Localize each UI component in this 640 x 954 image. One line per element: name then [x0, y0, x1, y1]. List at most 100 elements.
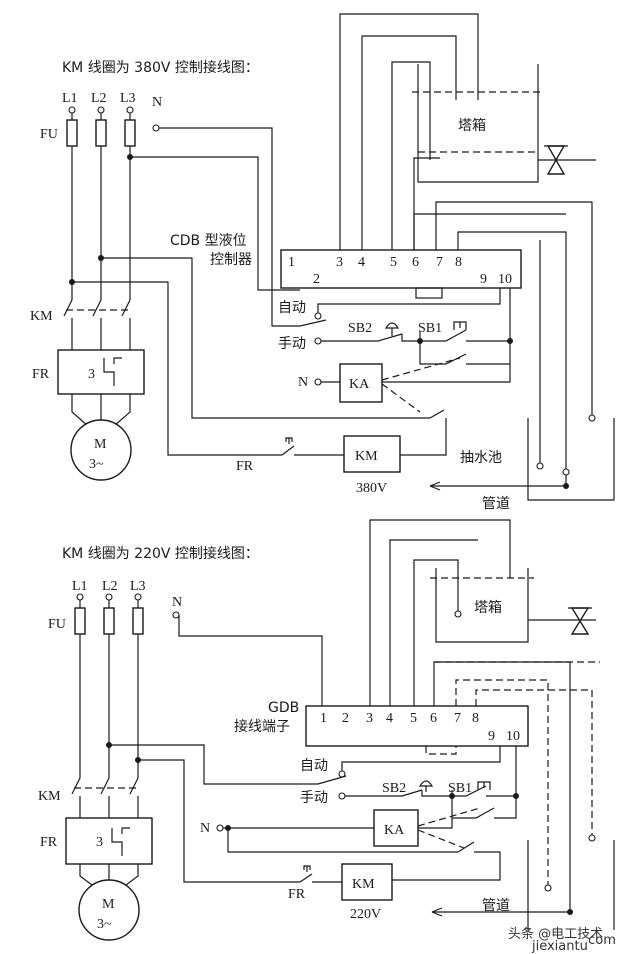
pool-wire-7 — [435, 201, 593, 418]
pool-wire-6 — [413, 213, 566, 250]
relay-neutral-terminal — [216, 824, 224, 832]
pipe-label: 管道 — [482, 898, 510, 914]
pipe-arrow — [429, 481, 441, 491]
watermark: 头条 @电工技术 jiexiantu .com — [508, 926, 616, 954]
valve-symbol — [570, 607, 590, 635]
relay-neutral-terminal — [314, 378, 322, 386]
terminal-number-7: 7 — [454, 711, 461, 726]
wire-l1-branch — [72, 281, 282, 456]
km-main-contacts — [71, 777, 139, 818]
tank-label: 塔箱 — [458, 118, 486, 134]
diagram-380v: KM 线圈为 380V 控制接线图： L1 L2 L3 N FU KM — [30, 13, 615, 512]
terminal-number-2: 2 — [342, 711, 349, 726]
terminal-l3 — [126, 106, 134, 114]
terminal-number-8: 8 — [455, 255, 462, 270]
motor-sub: 3~ — [89, 457, 104, 472]
coil-voltage: 220V — [350, 907, 381, 922]
watermark-domain: .com — [584, 933, 616, 948]
phase-label-l3: L3 — [130, 579, 146, 594]
neutral-to-contact — [227, 828, 458, 853]
phase-label-l2: L2 — [91, 91, 107, 106]
electrode-terminal — [588, 834, 596, 842]
terminal-number-10: 10 — [498, 272, 512, 287]
phase-label-l2: L2 — [102, 579, 118, 594]
fr-contact-label: FR — [288, 887, 306, 902]
diagram-title-220v: KM 线圈为 220V 控制接线图： — [62, 545, 259, 562]
fr-contact — [281, 437, 344, 456]
manual-label: 手动 — [278, 336, 306, 352]
wire-neutral-to-terminal-1 — [159, 127, 273, 250]
electrode-wire-5 — [391, 61, 431, 250]
electrode-terminal — [536, 462, 544, 470]
neutral-label: N — [172, 595, 182, 610]
fuse-l3 — [124, 119, 136, 147]
relay-label: KA — [349, 377, 370, 392]
auto-wire — [341, 746, 501, 771]
phase-label-l1: L1 — [62, 91, 78, 106]
neutral-label: N — [152, 95, 162, 110]
sb1-button-icon — [453, 321, 467, 330]
electrode-terminal — [544, 884, 552, 892]
fuse-l2 — [103, 607, 115, 635]
phase-conductors — [79, 600, 139, 778]
relay-label: KA — [384, 823, 405, 838]
fr-label: FR — [40, 835, 58, 850]
coil-label: KM — [355, 449, 378, 464]
electrode-terminal — [588, 414, 596, 422]
terminal-number-7: 7 — [436, 255, 443, 270]
motor-label: M — [102, 897, 115, 912]
phase-conductors — [71, 113, 131, 300]
selector-terminal-manual — [338, 792, 346, 800]
fr-number: 3 — [88, 367, 95, 382]
sb2-button-icon — [384, 322, 400, 336]
relay-ka — [373, 809, 419, 847]
km-contacts-label: KM — [38, 789, 61, 804]
tower-tank — [435, 568, 529, 643]
fr-label: FR — [32, 367, 50, 382]
terminal-block-box — [305, 705, 529, 747]
relay-contact — [429, 409, 445, 419]
coil-voltage: 380V — [356, 481, 387, 496]
relay-ka — [339, 363, 383, 403]
selector-switch — [271, 250, 327, 327]
selector-terminal-auto — [314, 312, 322, 320]
thermal-relay-fr — [65, 817, 153, 865]
relay-mechanical-link — [417, 807, 481, 849]
controller-tab — [415, 287, 443, 299]
wire-neutral-to-terminal-2 — [178, 615, 323, 706]
electrode-terminal — [562, 468, 570, 476]
selector-switch — [317, 775, 347, 785]
water-pool — [527, 840, 615, 930]
relay-coil-wire — [418, 818, 453, 829]
sb1-label: SB1 — [418, 321, 442, 336]
fuse-l2 — [95, 119, 107, 147]
thermal-relay-fr — [57, 349, 145, 395]
sb2-button-icon — [418, 780, 434, 792]
tower-tank — [417, 64, 539, 183]
electrode-wire-5 — [413, 559, 459, 706]
terminal-number-1: 1 — [288, 255, 295, 270]
fuse-l3 — [132, 607, 144, 635]
relay-mechanical-link — [381, 357, 461, 413]
controller-label-1: GDB — [268, 700, 299, 716]
terminal-number-9: 9 — [488, 729, 495, 744]
terminal-l2 — [105, 593, 113, 601]
terminal-number-4: 4 — [358, 255, 365, 270]
electrode-wire-3 — [339, 13, 479, 250]
fuse-label: FU — [48, 617, 66, 632]
phase-label-l3: L3 — [120, 91, 136, 106]
auto-wire — [317, 288, 501, 313]
terminal-number-3: 3 — [336, 255, 343, 270]
fuse-l1 — [66, 119, 78, 147]
diagram-220v: KM 线圈为 220V 控制接线图： L1 L2 L3 N FU KM FR 3… — [38, 519, 615, 941]
terminal-tab — [425, 746, 457, 755]
electrode-wire-4 — [361, 35, 457, 250]
fr-number: 3 — [96, 835, 103, 850]
terminal-number-3: 3 — [366, 711, 373, 726]
terminal-n — [152, 124, 160, 132]
terminal-number-5: 5 — [390, 255, 397, 270]
terminal-n — [172, 611, 180, 619]
sb2-label: SB2 — [382, 781, 406, 796]
